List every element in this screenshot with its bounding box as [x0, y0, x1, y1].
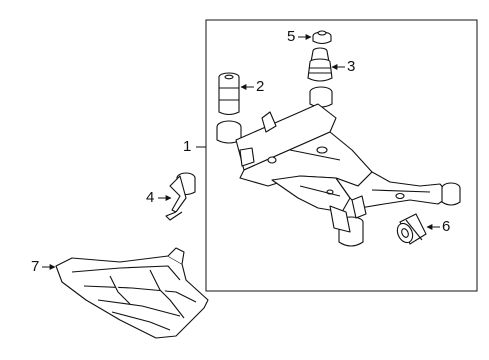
part-6-bushing	[396, 213, 427, 245]
callout-7: 7	[31, 258, 40, 275]
callout-4: 4	[146, 189, 155, 206]
assembly-box	[205, 19, 478, 292]
callout-5: 5	[287, 28, 296, 45]
callout-2: 2	[256, 78, 265, 95]
part-1-subframe	[216, 86, 461, 247]
callout-3: 3	[347, 58, 356, 75]
part-5-mount-cap	[312, 30, 332, 45]
callout-6: 6	[442, 218, 451, 235]
part-7-shield	[55, 247, 209, 339]
part-3-bump-stop	[307, 47, 333, 82]
part-2-bushing	[218, 72, 240, 116]
callout-1: 1	[183, 138, 192, 155]
part-4-bracket	[165, 172, 196, 221]
